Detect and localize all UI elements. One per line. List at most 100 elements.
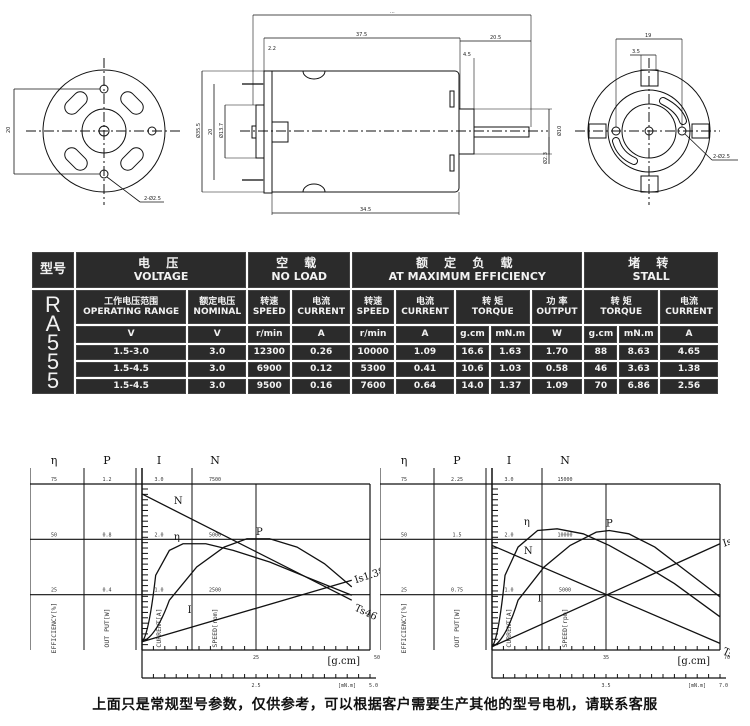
unit-cell: A xyxy=(396,326,454,343)
unit-cell: g.cm xyxy=(455,326,489,343)
y-tick-label-eta: 25 xyxy=(51,588,57,594)
curve-efficiency xyxy=(141,543,353,643)
x-tick-label: 35 xyxy=(603,655,609,661)
cell: 4.65 xyxy=(660,345,718,360)
cell: 0.41 xyxy=(396,362,454,377)
x-tick-label: 25 xyxy=(253,655,259,661)
axis-name-3: SPEED[rpm] xyxy=(561,608,569,647)
rear-view xyxy=(575,38,738,205)
axis-symbol-3: N xyxy=(560,454,570,467)
cell: 3.63 xyxy=(619,362,659,377)
cell: 88 xyxy=(584,345,618,360)
curve-label-i: I xyxy=(538,594,542,605)
y-tick-label-P: 0.4 xyxy=(102,588,111,594)
curve-i xyxy=(491,543,721,648)
curve-n xyxy=(491,544,721,644)
y-tick-label-eta: 50 xyxy=(401,532,407,538)
cell: 6.86 xyxy=(619,379,659,394)
unit-cell: r/min xyxy=(248,326,291,343)
unit-row: V V r/min A r/min A g.cm mN.m W g.cm mN.… xyxy=(32,326,718,343)
unit-cell: r/min xyxy=(352,326,395,343)
side-dim-overall: ... xyxy=(390,9,395,15)
y-tick-label-eta: 75 xyxy=(401,477,407,483)
unit-cell: V xyxy=(188,326,247,343)
y-tick-label-N: 2500 xyxy=(209,588,221,594)
axis-name-0: EFFICIENCY[%] xyxy=(50,603,58,654)
cell: 70 xyxy=(584,379,618,394)
x-axis-label: [g.cm] xyxy=(328,656,361,667)
front-view xyxy=(13,58,180,205)
cell: 1.70 xyxy=(531,345,583,360)
table-row: 1.5-4.5 3.0 6900 0.12 5300 0.41 10.6 1.0… xyxy=(32,362,718,377)
motor-dimension-drawing: 20 2-Ø2.5 ... 37.5 20.5 2.2 4.5 34.5 Ø35… xyxy=(6,9,738,215)
unit-cell: g.cm xyxy=(584,326,618,343)
x2-tick-label: 3.5 xyxy=(601,683,610,689)
cell: 1.38 xyxy=(660,362,718,377)
cell: 6900 xyxy=(248,362,291,377)
x2-axis-label: [mN.m] xyxy=(338,683,356,689)
x2-axis-label: [mN.m] xyxy=(688,683,706,689)
cell: 1.63 xyxy=(490,345,530,360)
y-tick-label-eta: 25 xyxy=(401,588,407,594)
x-tick-label: 50 xyxy=(374,655,380,661)
side-dim-shaft-diameter: Ø2.3 xyxy=(542,152,549,164)
cell: 0.26 xyxy=(292,345,351,360)
cell: 10000 xyxy=(352,345,395,360)
y-tick-label-I: 1.0 xyxy=(154,588,163,594)
stall-current-label: Is2.56 xyxy=(722,529,730,549)
axis-name-0: EFFICIENCY[%] xyxy=(400,603,408,654)
axis-name-1: OUT PUT[W] xyxy=(453,608,461,647)
x2-tick-label: 5.0 xyxy=(369,683,378,689)
unit-cell: A xyxy=(660,326,718,343)
stall-current-label: Is1.38 xyxy=(353,566,380,586)
cell: 1.37 xyxy=(490,379,530,394)
x-tick-label: 70 xyxy=(724,655,730,661)
side-dim-base: 34.5 xyxy=(360,207,371,213)
cell: 8.63 xyxy=(619,345,659,360)
cell: 5300 xyxy=(352,362,395,377)
y-tick-label-eta: 50 xyxy=(51,532,57,538)
unit-cell: A xyxy=(292,326,351,343)
y-tick-label-P: 0.8 xyxy=(102,532,111,538)
unit-cell: mN.m xyxy=(619,326,659,343)
curve-p xyxy=(491,529,721,648)
y-tick-label-P: 0.75 xyxy=(451,588,463,594)
curve-label-n: N xyxy=(524,546,533,557)
footer-note: 上面只是常规型号参数，仅供参考，可以根据客户需要生产其他的型号电机，请联系客服 xyxy=(92,697,658,713)
y-tick-label-eta: 75 xyxy=(51,477,57,483)
x-axis-label: [g.cm] xyxy=(678,656,711,667)
side-view xyxy=(201,14,552,215)
axis-symbol-0: η xyxy=(51,454,58,467)
table-row: 1.5-3.0 3.0 12300 0.26 10000 1.09 16.6 1… xyxy=(32,345,718,360)
curve-p xyxy=(141,538,353,643)
axis-name-1: OUT PUT[W] xyxy=(103,608,111,647)
side-dim-flange: 2.2 xyxy=(268,46,276,52)
cell: 3.0 xyxy=(188,379,247,394)
cell: 3.0 xyxy=(188,362,247,377)
axis-name-3: SPEED[rpm] xyxy=(211,608,219,647)
cell: 3.0 xyxy=(188,345,247,360)
curve-n xyxy=(141,493,353,601)
rear-dim-tab: 3.5 xyxy=(632,49,640,55)
cell: 1.09 xyxy=(531,379,583,394)
curve-label-n: N xyxy=(174,496,183,507)
curve-i xyxy=(141,579,352,643)
cell: 46 xyxy=(584,362,618,377)
front-hole-callout: 2-Ø2.5 xyxy=(144,195,161,202)
cell: 2.56 xyxy=(660,379,718,394)
cell: 1.03 xyxy=(490,362,530,377)
cell: 10.6 xyxy=(455,362,489,377)
y-tick-label-N: 5000 xyxy=(559,588,571,594)
y-tick-label-P: 1.2 xyxy=(102,477,111,483)
